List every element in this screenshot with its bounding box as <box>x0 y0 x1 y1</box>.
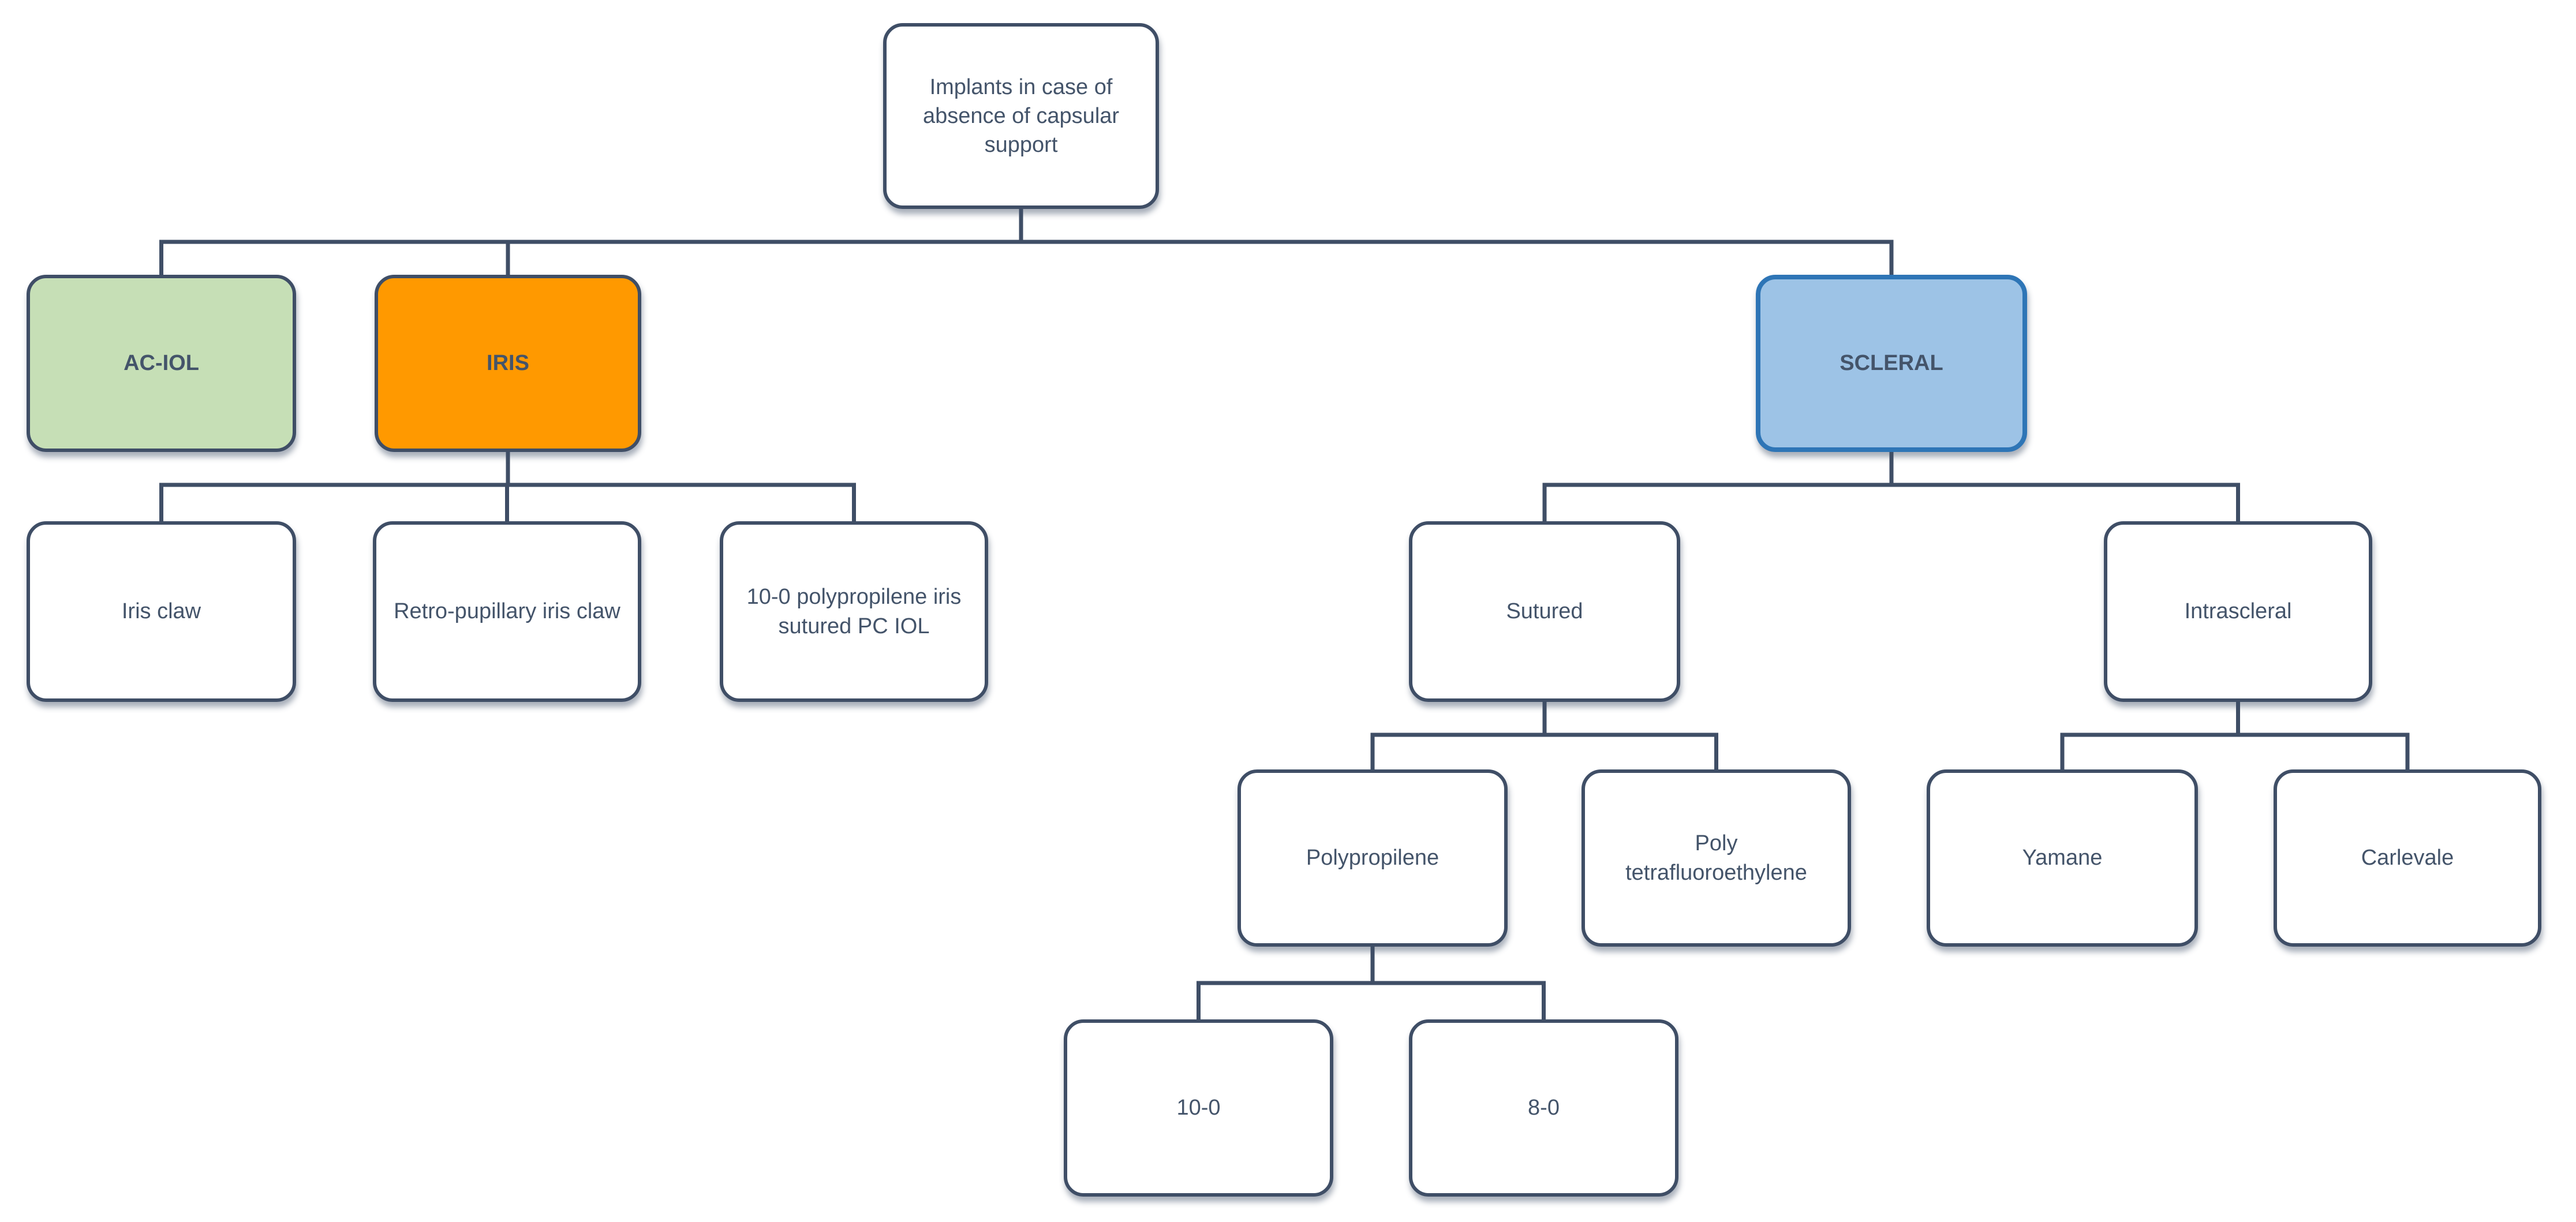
node-sutured: Sutured <box>1409 521 1680 702</box>
node-polypropilene: Polypropilene <box>1237 769 1508 947</box>
node-scleral-label: SCLERAL <box>1840 351 1943 376</box>
node-intrascleral: Intrascleral <box>2104 521 2372 702</box>
node-iris-claw-label: Iris claw <box>121 599 201 624</box>
connector-iris-children <box>159 449 856 525</box>
node-sutured-pc-iol-label: 10-0 polypropilene iris sutured PC IOL <box>746 585 962 638</box>
node-iris: IRIS <box>375 275 641 452</box>
node-sutured-label: Sutured <box>1506 599 1583 624</box>
connector-intrascleral-children <box>2060 698 2410 773</box>
connector-scleral-children <box>1542 449 2240 525</box>
node-polypropilene-label: Polypropilene <box>1306 846 1440 870</box>
node-eight-zero: 8-0 <box>1409 1019 1678 1197</box>
node-ten-zero: 10-0 <box>1064 1019 1333 1197</box>
connector-root-row2 <box>159 204 1894 278</box>
node-retro-pupillary-label: Retro-pupillary iris claw <box>394 599 620 624</box>
node-root-label: Implants in case of absence of capsular … <box>922 74 1120 158</box>
node-ac-iol-label: AC-IOL <box>124 351 199 376</box>
node-ptfe-label: Poly tetrafluoroethylene <box>1625 831 1807 885</box>
node-yamane-label: Yamane <box>2022 846 2103 870</box>
node-ten-zero-label: 10-0 <box>1176 1096 1221 1120</box>
node-carlevale-label: Carlevale <box>2361 846 2454 870</box>
node-ac-iol: AC-IOL <box>27 275 296 452</box>
node-yamane: Yamane <box>1927 769 2198 947</box>
node-intrascleral-label: Intrascleral <box>2184 599 2292 624</box>
node-iris-claw: Iris claw <box>27 521 296 702</box>
node-carlevale: Carlevale <box>2274 769 2541 947</box>
connector-sutured-children <box>1370 698 1718 773</box>
node-ptfe: Poly tetrafluoroethylene <box>1582 769 1851 947</box>
node-scleral: SCLERAL <box>1756 275 2027 452</box>
node-iris-label: IRIS <box>487 351 529 376</box>
node-eight-zero-label: 8-0 <box>1528 1096 1560 1120</box>
node-retro-pupillary: Retro-pupillary iris claw <box>373 521 641 702</box>
node-root: Implants in case of absence of capsular … <box>883 23 1159 209</box>
node-sutured-pc-iol: 10-0 polypropilene iris sutured PC IOL <box>720 521 988 702</box>
connector-polypropilene-children <box>1197 943 1546 1023</box>
